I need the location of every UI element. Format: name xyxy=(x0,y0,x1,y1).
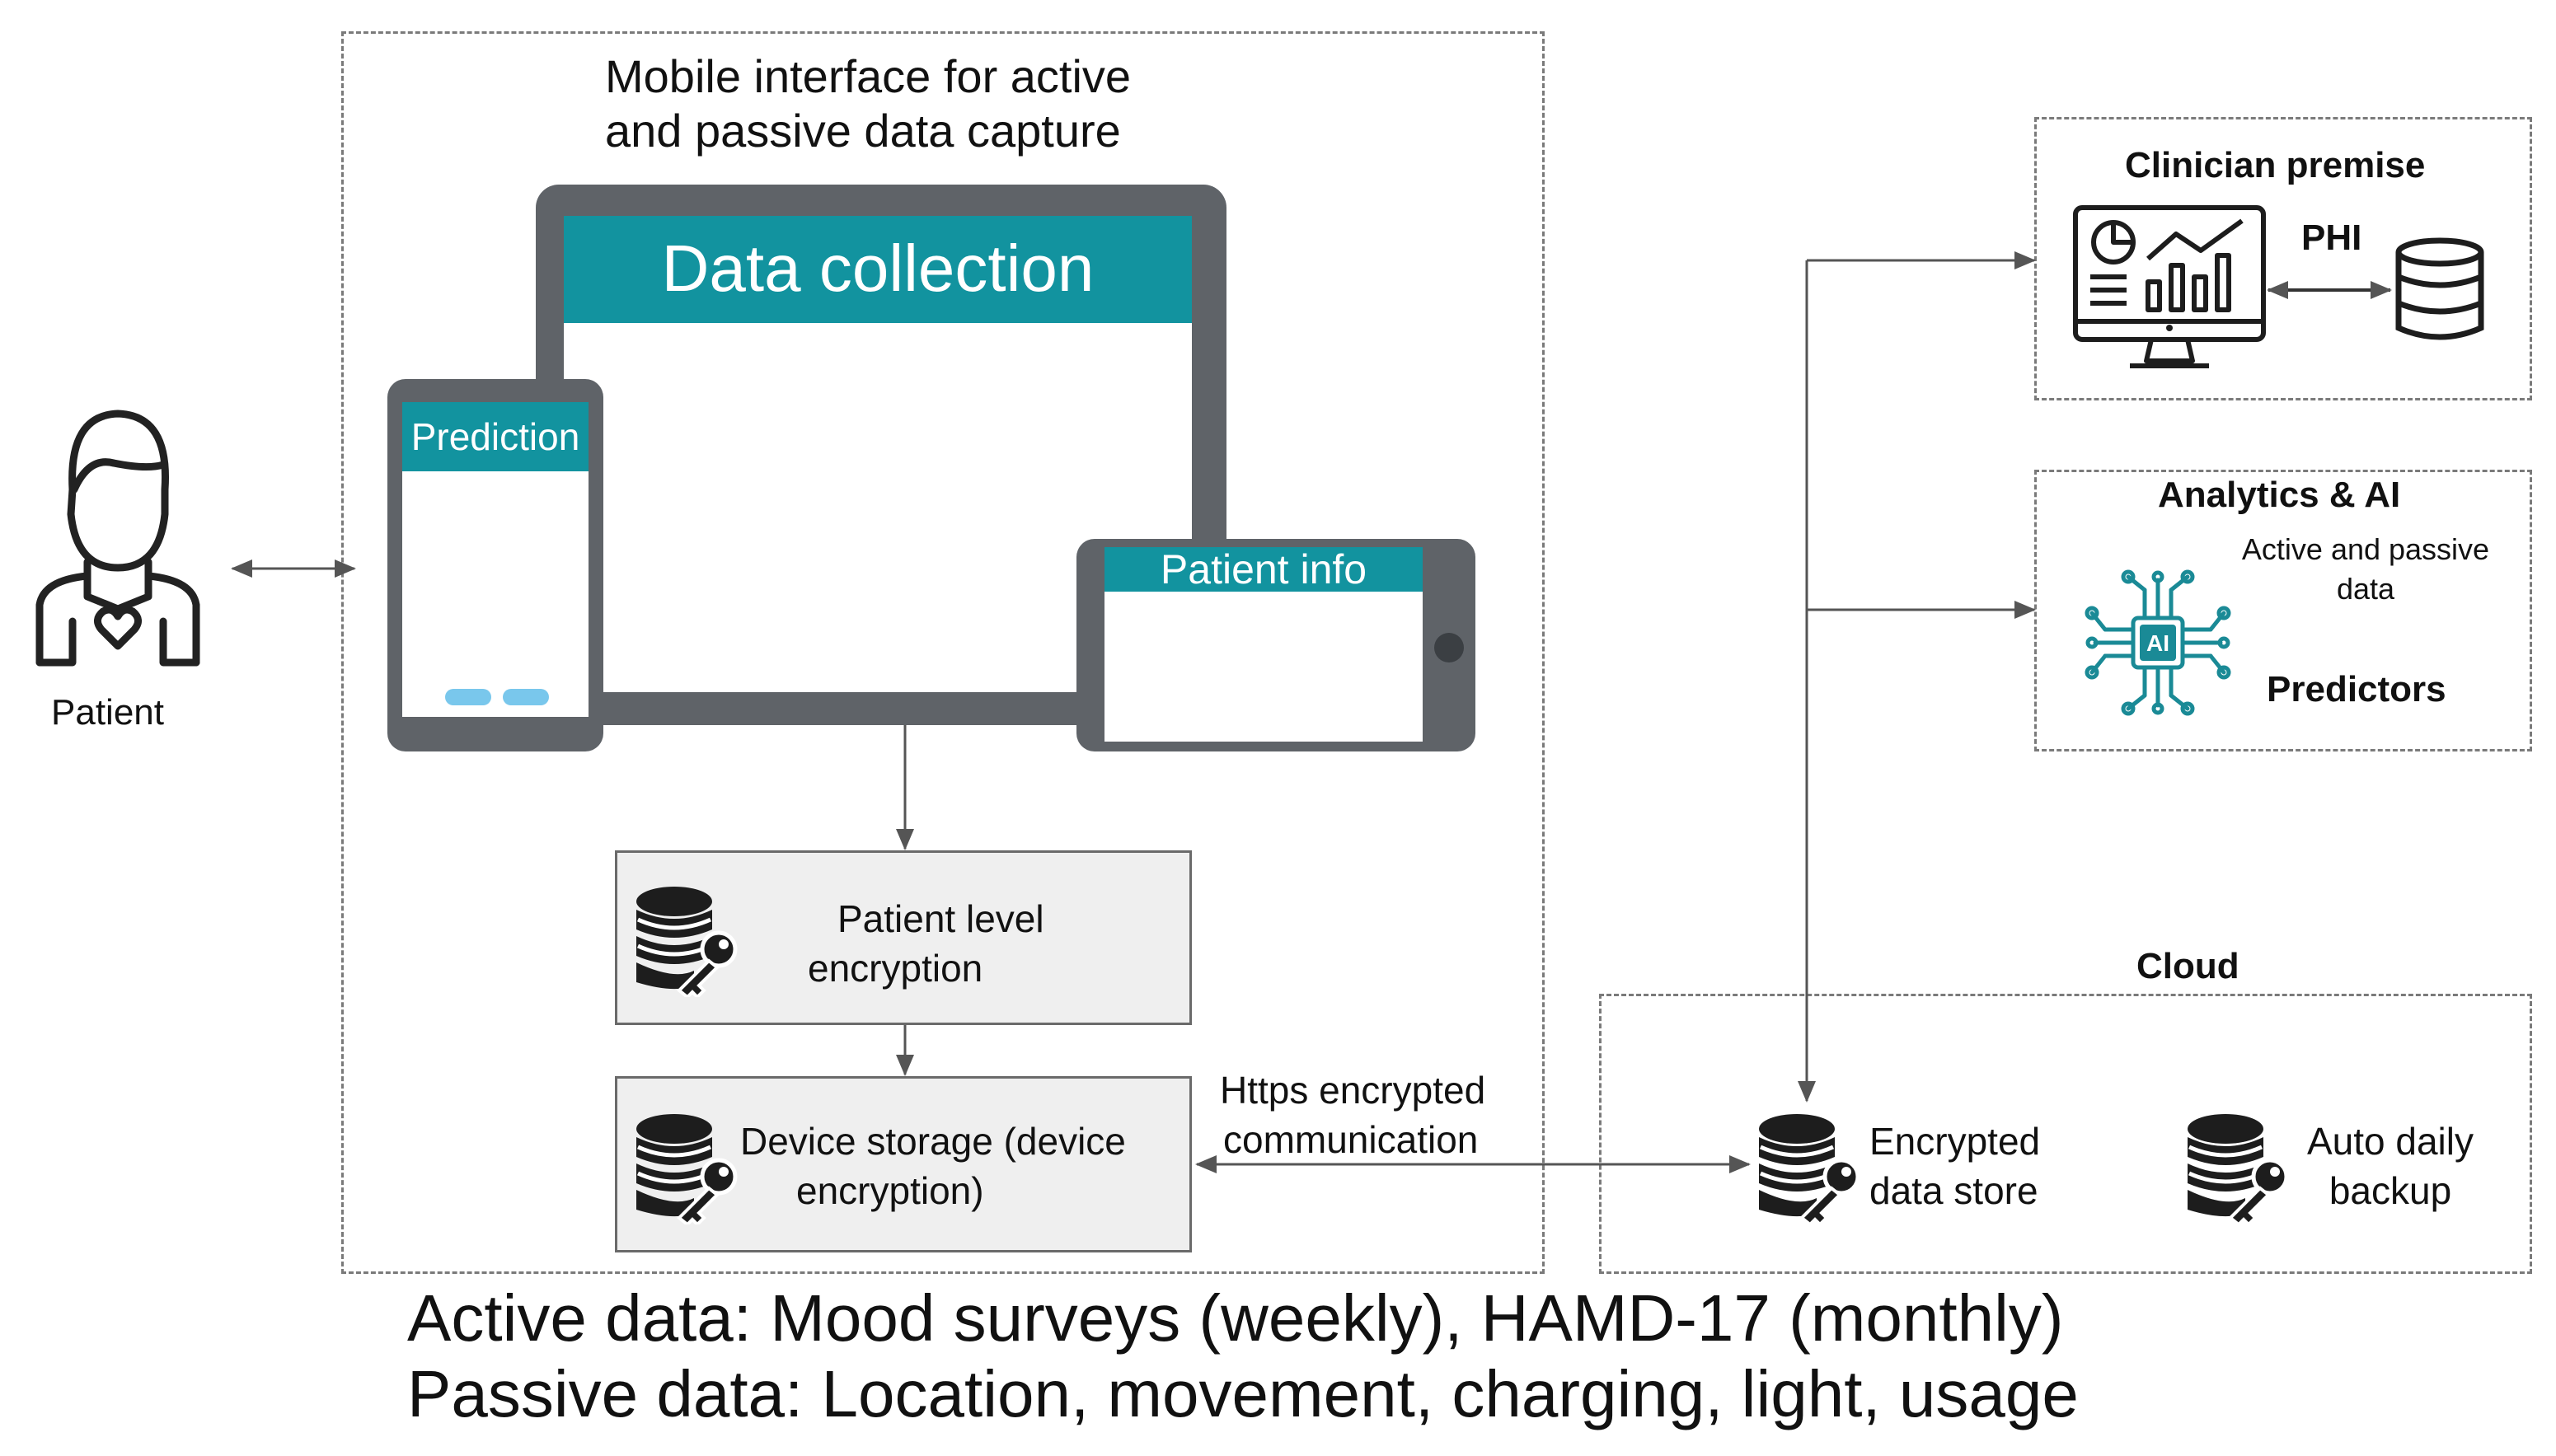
patient-level-encryption-line2: encryption xyxy=(808,947,983,990)
backup-line2: backup xyxy=(2329,1169,2452,1212)
phone-button-right xyxy=(503,689,549,705)
clinician-premise-title: Clinician premise xyxy=(2125,145,2426,185)
cloud-title: Cloud xyxy=(2136,946,2239,986)
patient-icon xyxy=(23,399,213,671)
monitor-dashboard-icon xyxy=(2072,204,2267,372)
database-key-icon xyxy=(1751,1109,1866,1224)
mobile-section-title-line2: and passive data capture xyxy=(605,105,1121,157)
patient-label: Patient xyxy=(51,692,164,733)
analytics-title: Analytics & AI xyxy=(2158,475,2401,515)
encrypted-store-line2: data store xyxy=(1869,1169,2038,1212)
small-tablet-header: Patient info xyxy=(1104,547,1423,592)
patient-level-encryption-line1: Patient level xyxy=(837,897,1044,940)
analytics-note-line2: data xyxy=(2336,572,2395,606)
database-key-icon xyxy=(628,1109,743,1224)
encrypted-store-line1: Encrypted xyxy=(1869,1120,2041,1163)
phone-header: Prediction xyxy=(402,402,589,471)
footer-passive-data: Passive data: Location, movement, chargi… xyxy=(407,1357,2079,1430)
device-storage-line1: Device storage (device xyxy=(740,1120,1126,1163)
phi-label: PHI xyxy=(2301,218,2362,258)
ai-chip-icon: AI xyxy=(2080,565,2235,720)
cloud-container xyxy=(1599,994,2532,1274)
mobile-interface-container xyxy=(341,31,1545,1274)
backup-line1: Auto daily xyxy=(2306,1120,2474,1163)
footer-active-data: Active data: Mood surveys (weekly), HAMD… xyxy=(407,1281,2064,1355)
device-storage-line2: encryption) xyxy=(796,1169,984,1212)
database-key-icon xyxy=(2179,1109,2295,1224)
database-icon xyxy=(2394,237,2486,343)
ai-chip-label: AI xyxy=(2146,630,2169,656)
small-tablet-home-button xyxy=(1434,633,1464,662)
analytics-note-line1: Active and passive xyxy=(2241,532,2490,566)
https-communication-line2: communication xyxy=(1223,1118,1479,1161)
https-communication-line1: Https encrypted xyxy=(1220,1069,1486,1112)
mobile-section-title-line1: Mobile interface for active xyxy=(605,50,1132,102)
person-heart-icon xyxy=(35,410,200,667)
phone-button-left xyxy=(445,689,491,705)
predictors-label: Predictors xyxy=(2267,669,2446,709)
database-key-icon xyxy=(628,882,743,997)
tablet-header: Data collection xyxy=(564,216,1192,323)
